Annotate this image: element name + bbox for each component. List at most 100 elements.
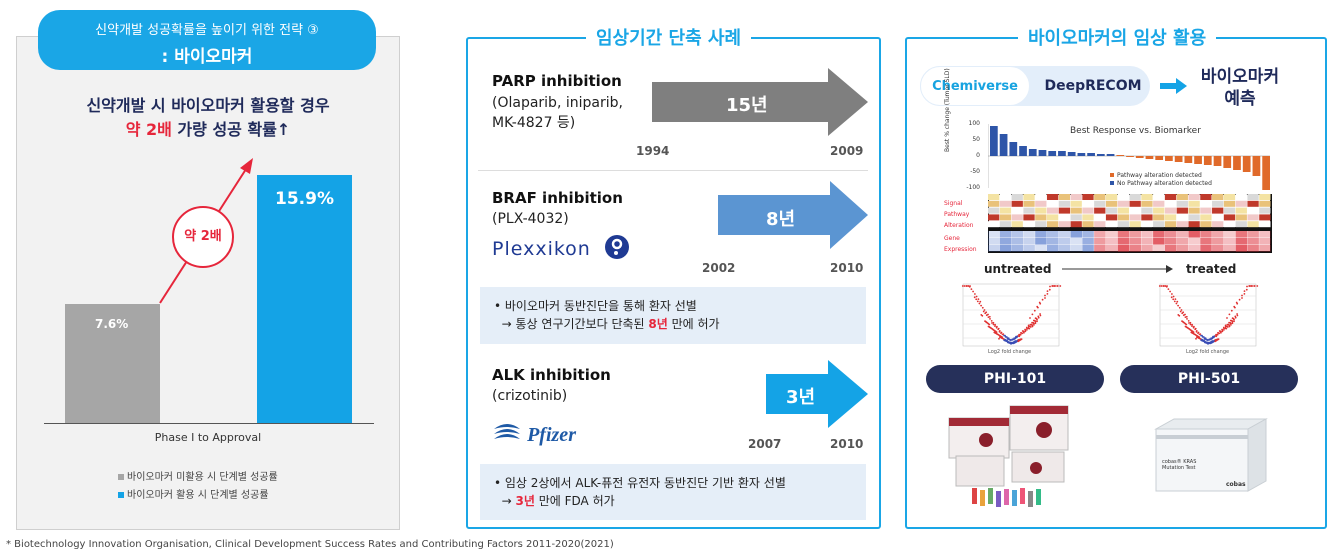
arrow-right-icon <box>1062 265 1173 273</box>
heatmap-cell <box>1153 214 1165 221</box>
volcano-point <box>968 285 971 288</box>
arrow-right-icon <box>1160 78 1187 94</box>
volcano-point <box>990 320 993 322</box>
volcano-point <box>1196 336 1198 338</box>
heatmap-cell <box>988 238 1000 245</box>
row-label: Signal <box>944 200 963 207</box>
volcano-point <box>1049 285 1051 288</box>
heatmap-cell <box>1105 231 1118 238</box>
volcano-point <box>981 306 984 309</box>
volcano-point <box>987 325 990 328</box>
waterfall-bar <box>1242 156 1251 172</box>
footnote: * Biotechnology Innovation Organisation,… <box>6 539 614 550</box>
heatmap-cell <box>1164 214 1177 221</box>
volcano-point <box>1243 290 1246 292</box>
volcano-point <box>1034 322 1037 325</box>
volcano-point <box>1221 330 1224 333</box>
heatmap-cell <box>1023 200 1035 207</box>
heatmap-cell <box>1105 194 1118 200</box>
heatmap-cell <box>1212 207 1224 214</box>
legend-swatch <box>1110 181 1114 185</box>
heatmap-cell <box>1129 238 1141 245</box>
volcano-point <box>1019 333 1022 336</box>
heatmap-cell <box>1035 194 1047 200</box>
volcano-point <box>1181 320 1183 322</box>
volcano-point <box>1197 332 1199 334</box>
volcano-point <box>1233 318 1235 321</box>
row-label: Alteration <box>944 222 974 229</box>
volcano-point <box>1225 327 1228 330</box>
volcano-point <box>1228 313 1231 316</box>
bar-value-label: 7.6% <box>95 317 129 331</box>
heatmap-cell <box>1046 221 1059 228</box>
biomarker-heatmap <box>988 194 1272 253</box>
heatmap-cell <box>1176 207 1188 214</box>
volcano-xlabel: Log2 fold change <box>1186 349 1230 355</box>
treated-label: treated <box>1186 262 1237 276</box>
volcano-point <box>1024 330 1027 333</box>
ytick: 100 <box>968 120 980 127</box>
waterfall-bar <box>1213 156 1222 166</box>
kit-label-line: Mutation Test <box>1162 465 1196 471</box>
waterfall-bar <box>1135 156 1144 158</box>
heatmap-cell <box>1011 207 1023 214</box>
heatmap-cell <box>1153 207 1165 214</box>
heatmap-cell <box>1223 231 1236 238</box>
heatmap-cell <box>1117 231 1130 238</box>
heatmap-cell <box>999 221 1012 228</box>
volcano-point <box>1236 314 1239 317</box>
heatmap-cell <box>999 194 1012 200</box>
volcano-point <box>1017 340 1020 343</box>
volcano-point <box>1184 325 1187 328</box>
year-start: 2007 <box>748 437 782 451</box>
note-line: • 임상 2상에서 ALK-퓨전 유전자 동반진단 기반 환자 선별 <box>494 476 786 490</box>
volcano-point <box>1041 298 1044 301</box>
ytick: 0 <box>976 152 980 159</box>
volcano-point <box>984 312 987 315</box>
heatmap-cell <box>1129 231 1141 238</box>
volcano-point <box>978 302 981 305</box>
volcano-point <box>1229 322 1232 325</box>
heatmap-cell <box>1129 200 1141 207</box>
heatmap-cell <box>1046 214 1059 221</box>
volcano-point <box>1000 332 1002 334</box>
volcano-point <box>1246 285 1248 288</box>
platform-pill: Chemiverse DeepRECOM <box>920 66 1150 106</box>
waterfall-bar <box>1028 149 1037 156</box>
heatmap-cell <box>1200 214 1212 221</box>
volcano-point <box>1006 338 1009 340</box>
volcano-point <box>1220 331 1222 334</box>
heatmap-cell <box>1212 231 1224 238</box>
heatmap-cell <box>1129 221 1141 228</box>
volcano-point <box>1027 324 1030 327</box>
heatmap-cell <box>1153 245 1165 252</box>
case-braf-drugs: (PLX-4032) <box>492 211 569 227</box>
volcano-point <box>995 326 998 329</box>
volcano-point <box>1223 329 1225 331</box>
year-start: 2002 <box>702 261 736 275</box>
heatmap-cell <box>1259 200 1271 207</box>
gene-row-label: Gene Expression <box>944 233 977 255</box>
volcano-point <box>1233 320 1235 323</box>
heatmap-cell <box>1247 200 1259 207</box>
volcano-point <box>1036 318 1038 321</box>
volcano-point <box>1177 304 1179 307</box>
heatmap-cell <box>1117 245 1130 252</box>
case-alk-drugs: (crizotinib) <box>492 388 568 404</box>
heatmap-cell <box>1223 207 1236 214</box>
heatmap-cell <box>1082 231 1094 238</box>
note-alk: • 임상 2상에서 ALK-퓨전 유전자 동반진단 기반 환자 선별 → 3년 … <box>480 464 866 520</box>
heatmap-cell <box>1035 245 1047 252</box>
note-line: → 통상 연구기간보다 단축된 8년 만에 허가 <box>494 315 852 333</box>
strategy-tab-line1: 신약개발 성공확률을 높이기 위한 전략 ③ <box>95 23 319 38</box>
heatmap-cell <box>1176 245 1189 252</box>
volcano-point <box>967 285 970 287</box>
heatmap-cell <box>1011 200 1023 207</box>
volcano-point <box>979 300 982 303</box>
heatmap-cell <box>1011 214 1023 221</box>
heatmap-cell <box>1259 194 1271 200</box>
volcano-point <box>1048 288 1051 291</box>
heatmap-cell <box>1117 238 1130 245</box>
case-parp-drugs: (Olaparib, iniparib, MK-4827 등) <box>492 93 623 133</box>
phi-101-badge: PHI-101 <box>926 365 1104 393</box>
